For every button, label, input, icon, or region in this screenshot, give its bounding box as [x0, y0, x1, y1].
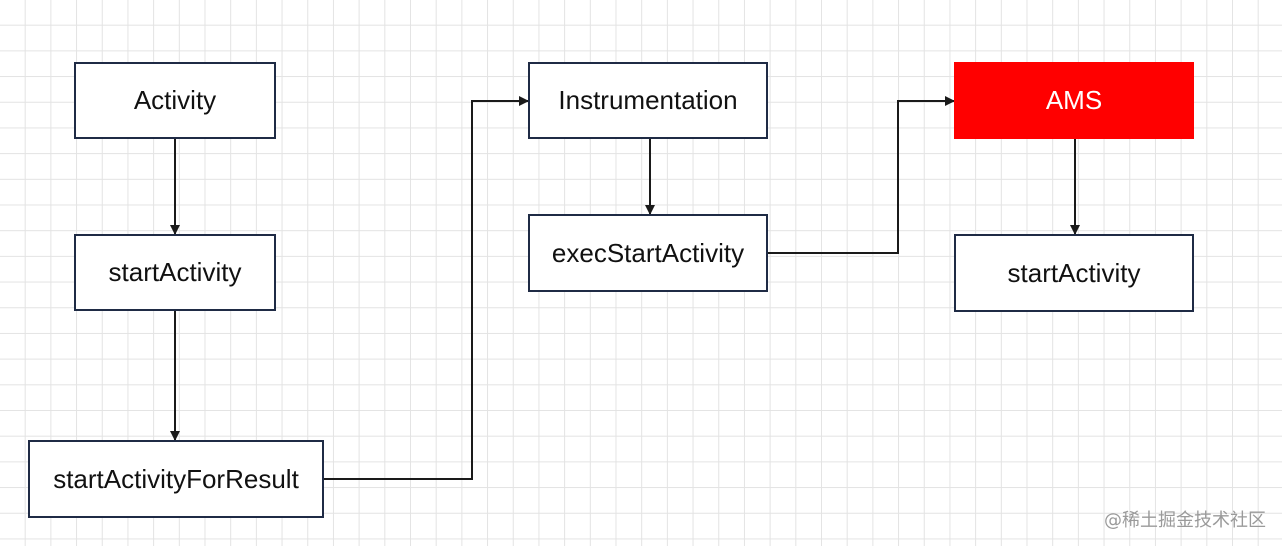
edge-execstartactivity-to-ams — [768, 96, 955, 254]
node-start-activity-left: startActivity — [74, 234, 276, 311]
node-activity: Activity — [74, 62, 276, 139]
node-start-activity-for-result: startActivityForResult — [28, 440, 324, 518]
node-start-activity-left-label: startActivity — [108, 257, 242, 287]
node-instrumentation-label: Instrumentation — [558, 85, 738, 115]
node-exec-start-activity-label: execStartActivity — [551, 237, 745, 268]
node-ams-label: AMS — [1045, 85, 1103, 115]
node-exec-start-activity: execStartActivity — [528, 214, 768, 292]
node-start-activity-for-result-label: startActivityForResult — [53, 463, 299, 494]
node-start-activity-right-label: startActivity — [1007, 257, 1141, 288]
node-activity-label: Activity — [133, 85, 217, 115]
node-instrumentation: Instrumentation — [528, 62, 768, 139]
node-ams: AMS — [954, 62, 1194, 139]
edge-startactivityforresult-to-instrumentation — [323, 96, 529, 480]
watermark-text: @稀土掘金技术社区 — [1104, 510, 1266, 531]
node-start-activity-right: startActivity — [954, 234, 1194, 312]
